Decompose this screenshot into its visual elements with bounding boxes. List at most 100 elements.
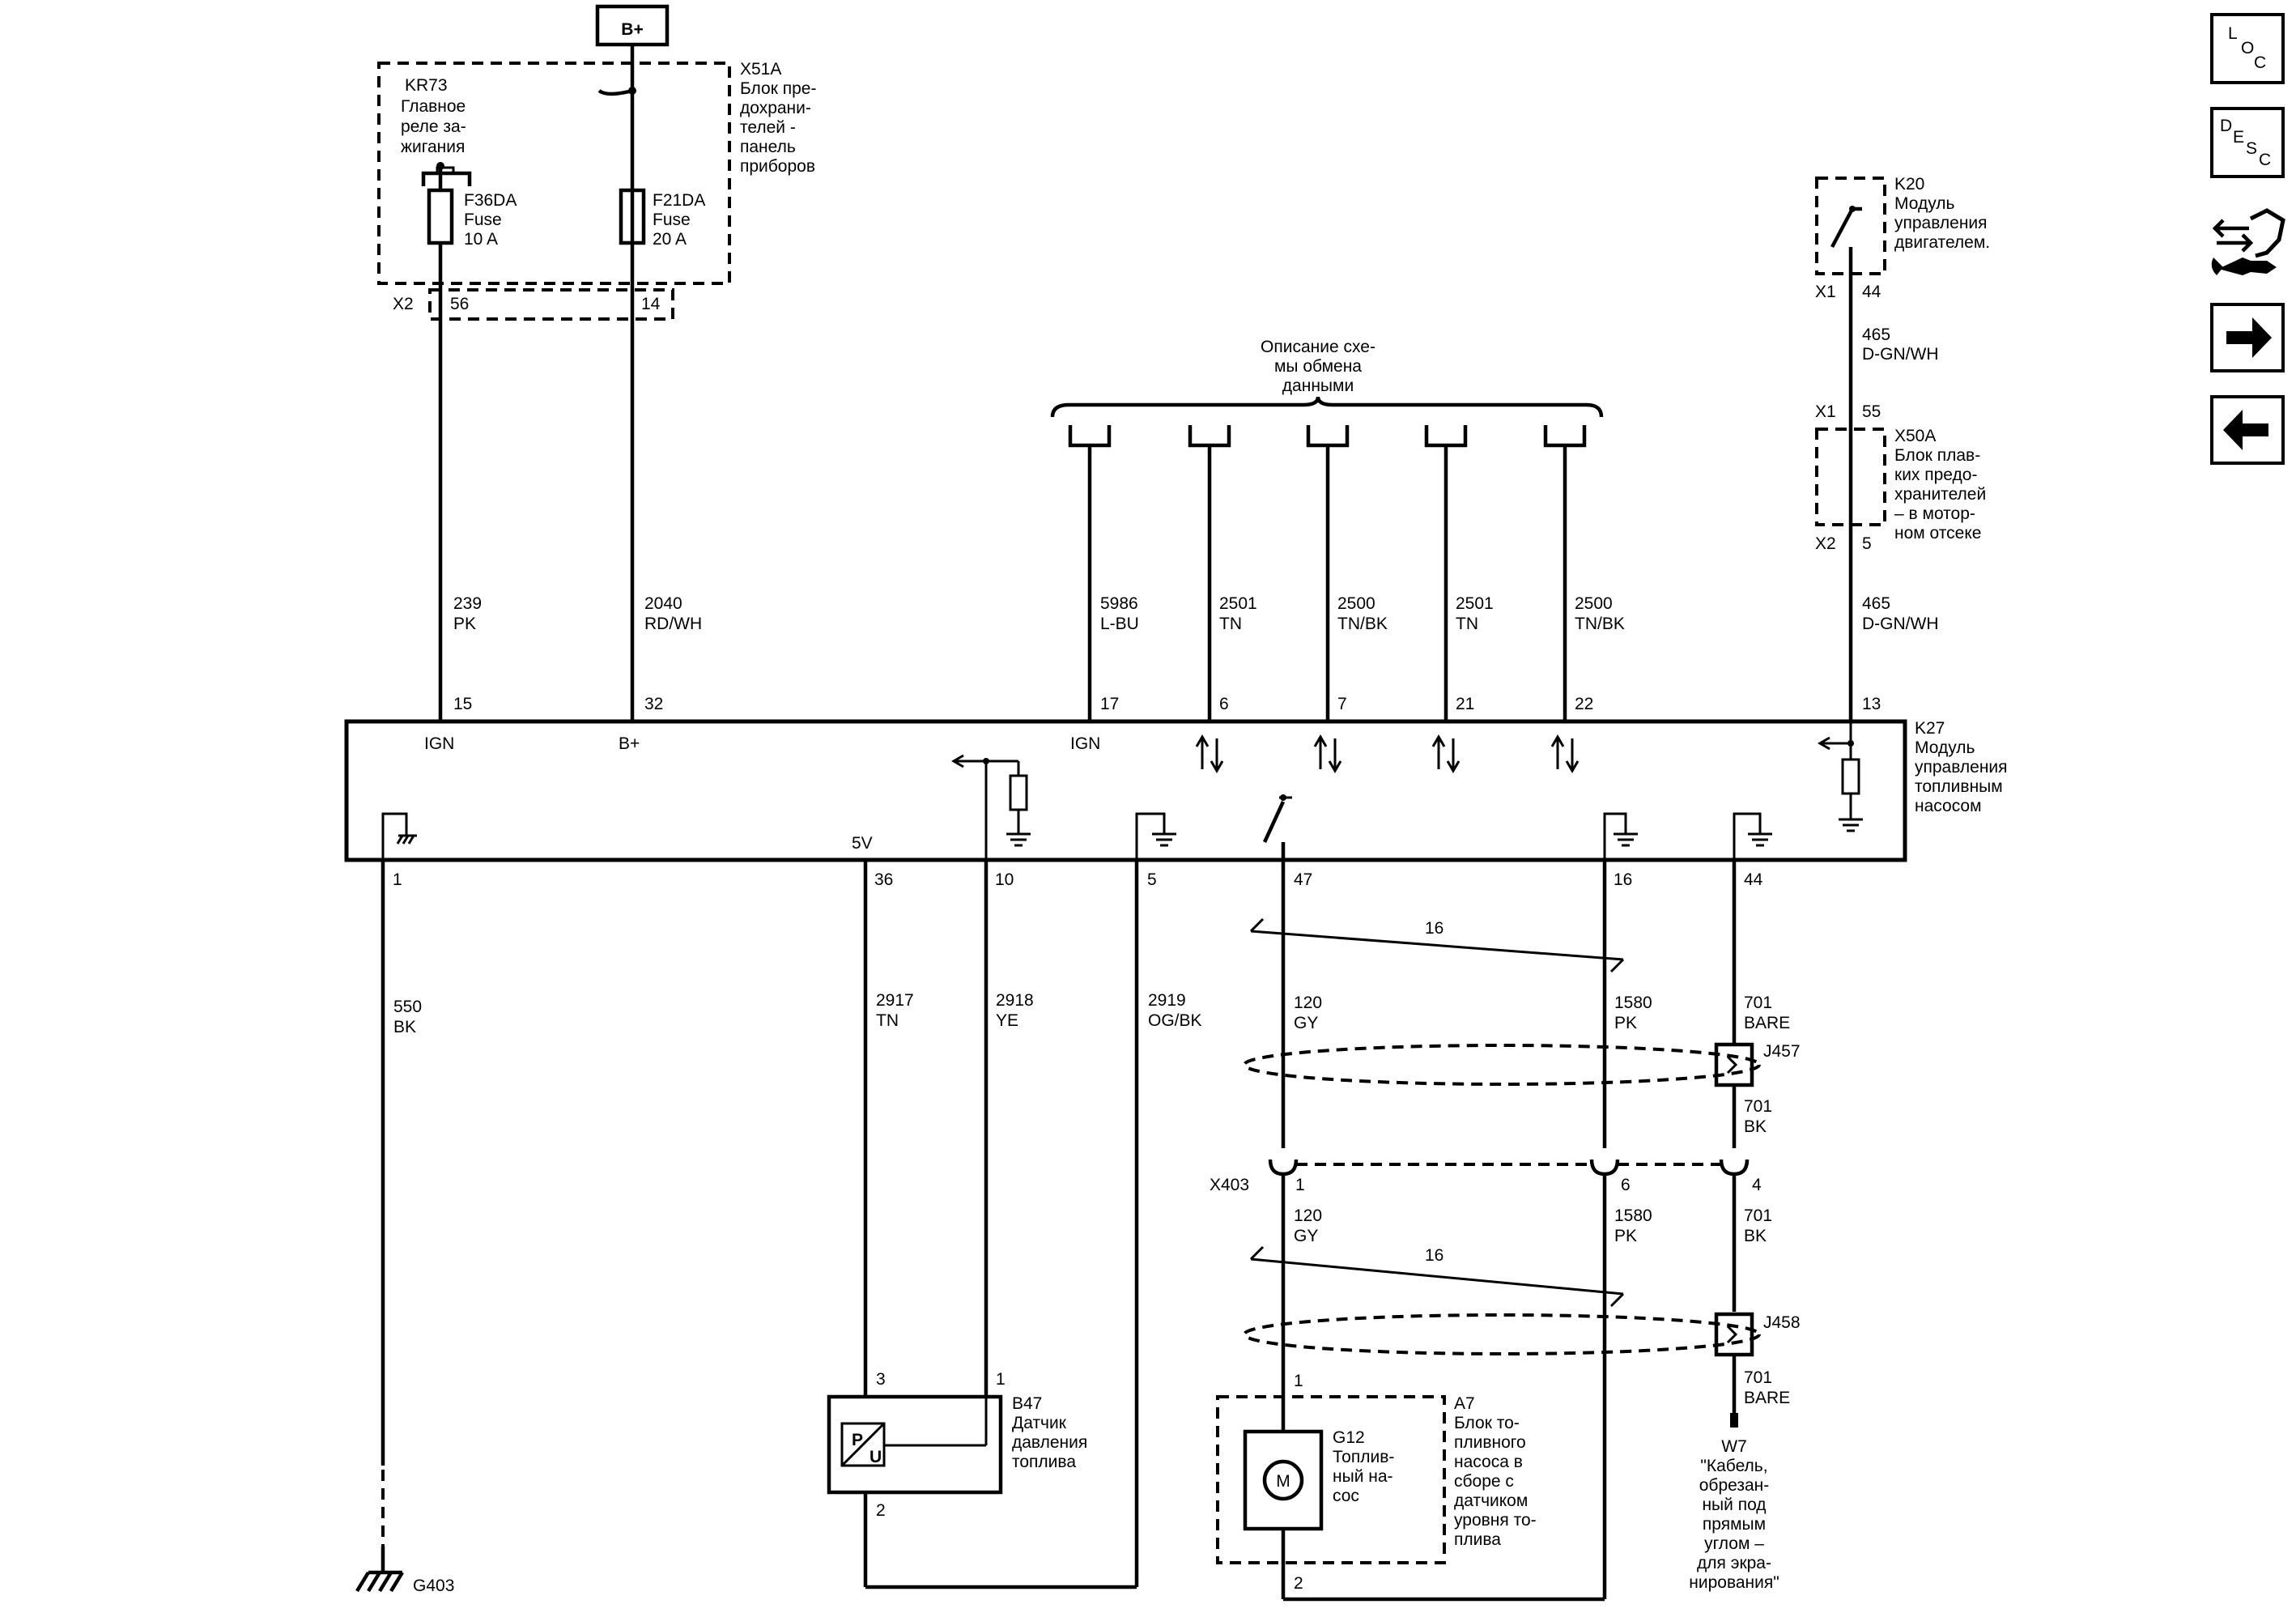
svg-text:C: C bbox=[2259, 151, 2271, 169]
svg-text:BK: BK bbox=[1744, 1117, 1767, 1136]
svg-text:плива: плива bbox=[1454, 1530, 1501, 1549]
previous-page-button[interactable] bbox=[2210, 395, 2285, 465]
svg-text:21: 21 bbox=[1456, 695, 1474, 713]
svg-text:OG/BK: OG/BK bbox=[1148, 1011, 1202, 1030]
svg-text:36: 36 bbox=[874, 870, 893, 889]
svg-text:прямым: прямым bbox=[1703, 1515, 1766, 1534]
svg-text:KR73: KR73 bbox=[405, 76, 448, 95]
k27-inner-labels: IGN B+ IGN 5V bbox=[424, 734, 1100, 853]
svg-text:жигания: жигания bbox=[401, 138, 465, 156]
svg-text:X1: X1 bbox=[1815, 283, 1836, 301]
next-page-button[interactable] bbox=[2210, 303, 2285, 372]
k20-module: K20 Модуль управления двигателем. X1 44 bbox=[1815, 175, 1990, 301]
description-button[interactable]: D E S C bbox=[2210, 107, 2285, 178]
connector-repair-icon[interactable] bbox=[2211, 208, 2285, 275]
svg-text:701: 701 bbox=[1744, 1097, 1772, 1116]
wire-239-label: 239 PK 15 bbox=[453, 594, 482, 713]
svg-text:J458: J458 bbox=[1763, 1313, 1801, 1332]
svg-text:X2: X2 bbox=[1815, 534, 1836, 553]
svg-text:X1: X1 bbox=[1815, 402, 1836, 421]
svg-text:7: 7 bbox=[1337, 695, 1347, 713]
svg-text:IGN: IGN bbox=[1070, 734, 1100, 753]
svg-text:16: 16 bbox=[1425, 1246, 1444, 1265]
svg-text:ный под: ный под bbox=[1702, 1496, 1766, 1514]
arrow-right-icon bbox=[2226, 317, 2272, 358]
svg-text:44: 44 bbox=[1744, 870, 1763, 889]
svg-text:2500: 2500 bbox=[1337, 594, 1375, 613]
svg-text:J457: J457 bbox=[1763, 1042, 1801, 1061]
svg-text:TN: TN bbox=[876, 1011, 899, 1030]
svg-text:– в мотор-: – в мотор- bbox=[1894, 504, 1975, 523]
svg-text:G12: G12 bbox=[1333, 1428, 1365, 1447]
svg-text:17: 17 bbox=[1100, 695, 1119, 713]
svg-text:мы обмена: мы обмена bbox=[1274, 357, 1362, 376]
svg-text:5: 5 bbox=[1147, 870, 1157, 889]
comm-wire-labels: 5986 L-BU 17 2501 TN 6 2500 TN/BK 7 2501… bbox=[1100, 594, 1625, 713]
arrow-left-icon bbox=[2223, 410, 2268, 450]
svg-text:ный на-: ный на- bbox=[1333, 1467, 1393, 1486]
svg-text:47: 47 bbox=[1294, 870, 1312, 889]
svg-text:сос: сос bbox=[1333, 1487, 1359, 1505]
svg-text:1: 1 bbox=[1295, 1176, 1305, 1194]
svg-text:Fuse: Fuse bbox=[464, 211, 502, 229]
svg-text:K20: K20 bbox=[1894, 175, 1924, 194]
svg-text:120: 120 bbox=[1294, 994, 1322, 1012]
svg-text:RD/WH: RD/WH bbox=[644, 615, 702, 633]
svg-text:TN: TN bbox=[1456, 615, 1478, 633]
svg-text:G403: G403 bbox=[413, 1577, 454, 1595]
svg-text:S: S bbox=[2246, 139, 2257, 158]
svg-text:2500: 2500 bbox=[1575, 594, 1613, 613]
svg-text:реле за-: реле за- bbox=[401, 117, 466, 136]
svg-text:"Кабель,: "Кабель, bbox=[1700, 1457, 1767, 1475]
svg-text:1: 1 bbox=[393, 870, 402, 889]
comm-terminals bbox=[1068, 425, 1587, 721]
svg-text:хранителей: хранителей bbox=[1894, 485, 1986, 504]
svg-text:данными: данными bbox=[1282, 377, 1354, 395]
svg-text:Блок плав-: Блок плав- bbox=[1894, 446, 1980, 465]
wire-2040-label: 2040 RD/WH 32 bbox=[644, 594, 702, 713]
svg-text:Топлив-: Топлив- bbox=[1333, 1448, 1394, 1466]
svg-text:W7: W7 bbox=[1721, 1437, 1747, 1456]
f21da-fuse: F21DA Fuse 20 A bbox=[619, 188, 705, 249]
svg-text:Описание схе-: Описание схе- bbox=[1261, 338, 1375, 356]
svg-text:2501: 2501 bbox=[1456, 594, 1494, 613]
bidirectional-arrows bbox=[1195, 734, 1580, 773]
svg-text:приборов: приборов bbox=[740, 157, 815, 176]
svg-text:5V: 5V bbox=[852, 834, 873, 853]
svg-text:двигателем.: двигателем. bbox=[1894, 233, 1990, 252]
svg-text:16: 16 bbox=[1425, 919, 1444, 938]
f36da-fuse: F36DA Fuse 10 A bbox=[427, 173, 517, 249]
svg-text:10: 10 bbox=[995, 870, 1014, 889]
svg-text:X403: X403 bbox=[1210, 1176, 1249, 1194]
svg-text:U: U bbox=[870, 1448, 882, 1466]
svg-text:нирования": нирования" bbox=[1689, 1573, 1779, 1592]
svg-text:K27: K27 bbox=[1915, 719, 1945, 738]
svg-text:2501: 2501 bbox=[1219, 594, 1257, 613]
svg-text:ких предо-: ких предо- bbox=[1894, 466, 1977, 484]
svg-text:M: M bbox=[1276, 1472, 1290, 1491]
svg-text:X2: X2 bbox=[393, 295, 414, 313]
w7-cable-label: W7 "Кабель, обрезан- ный под прямым угло… bbox=[1689, 1437, 1779, 1592]
svg-text:P: P bbox=[852, 1431, 863, 1449]
svg-text:X51A: X51A bbox=[740, 60, 781, 79]
svg-text:датчиком: датчиком bbox=[1454, 1491, 1528, 1510]
svg-text:TN: TN bbox=[1219, 615, 1242, 633]
svg-text:насоса в: насоса в bbox=[1454, 1453, 1523, 1471]
svg-text:22: 22 bbox=[1575, 695, 1593, 713]
wire-550-to-g403: 550 BK G403 bbox=[355, 860, 454, 1595]
svg-text:управления: управления bbox=[1894, 214, 1988, 232]
svg-text:Главное: Главное bbox=[401, 97, 466, 116]
svg-text:6: 6 bbox=[1621, 1176, 1631, 1194]
svg-text:BK: BK bbox=[1744, 1227, 1767, 1245]
svg-text:GY: GY bbox=[1294, 1014, 1318, 1032]
svg-text:1: 1 bbox=[996, 1370, 1006, 1389]
svg-text:4: 4 bbox=[1752, 1176, 1762, 1194]
svg-text:топливным: топливным bbox=[1915, 777, 2003, 796]
svg-text:10 A: 10 A bbox=[464, 230, 498, 249]
location-button[interactable]: L O C bbox=[2210, 13, 2285, 84]
svg-text:32: 32 bbox=[644, 695, 663, 713]
b47-pressure-sensor-wiring: 2917 TN 2918 YE 2919 OG/BK bbox=[863, 860, 1202, 1589]
svg-text:550: 550 bbox=[393, 998, 422, 1016]
x403-connector: X403 1 6 4 bbox=[1210, 1159, 1762, 1599]
